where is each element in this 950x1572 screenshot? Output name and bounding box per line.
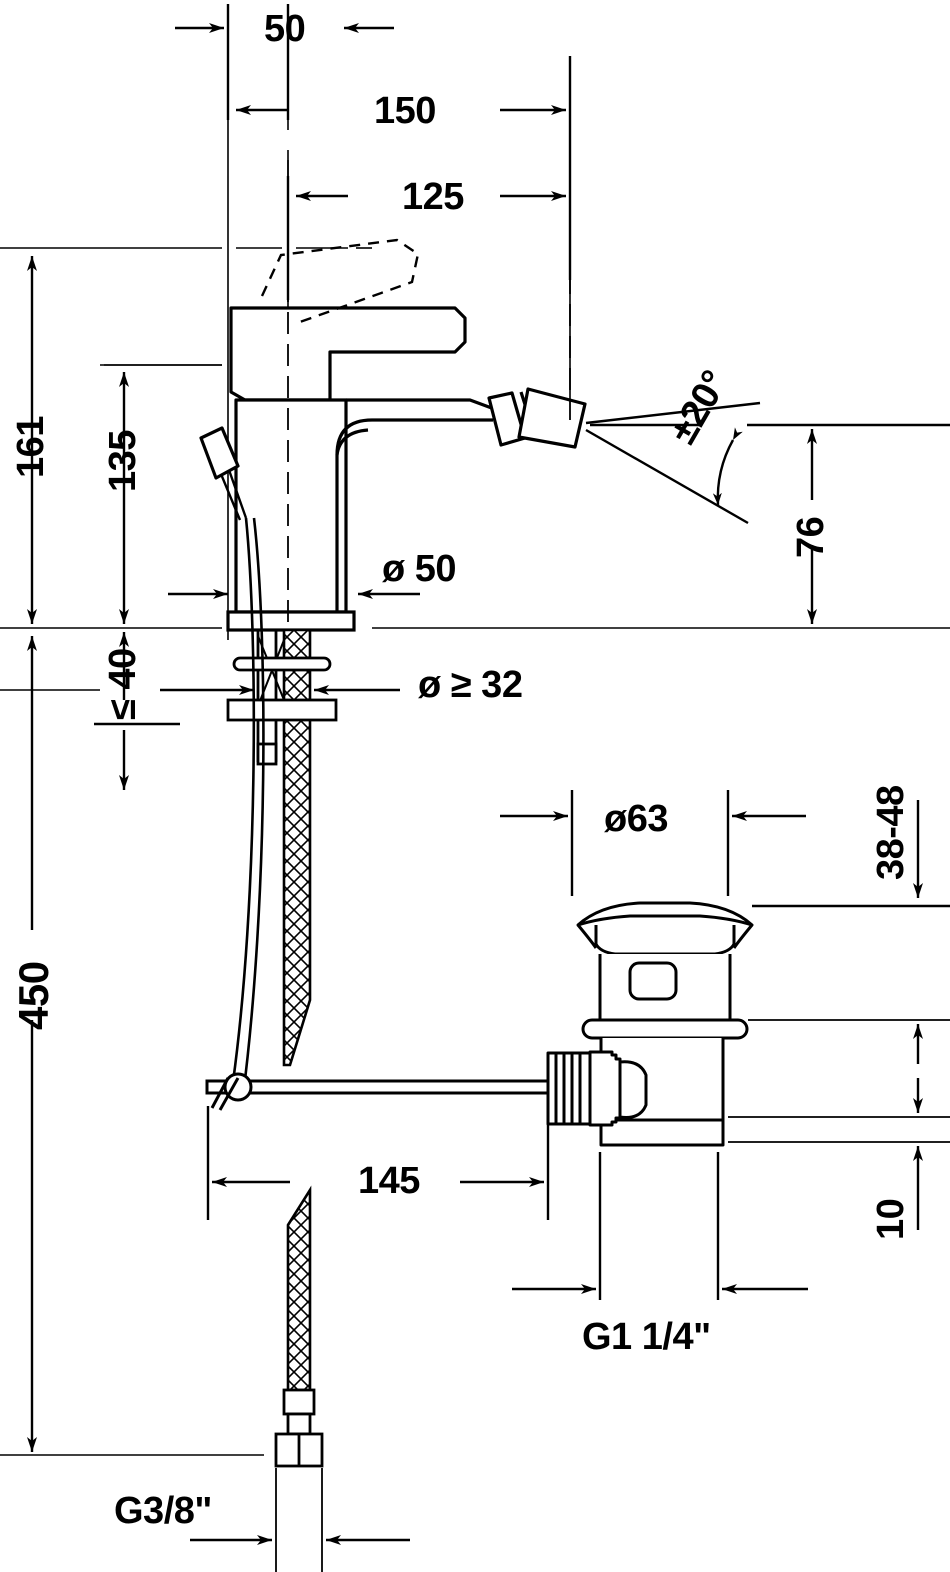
dim-label-135: 135 — [102, 430, 144, 492]
pop-up-pull-rod — [199, 426, 240, 480]
mixer-column — [234, 398, 348, 614]
dim-label-g3-8: G3/8" — [114, 1490, 212, 1532]
pop-up-linkage-wire — [231, 517, 265, 1097]
flex-hose-upper — [282, 628, 312, 1067]
dim-label-145: 145 — [358, 1160, 420, 1202]
dim-label-o32: ø ≥ 32 — [418, 664, 523, 706]
dim-label-50: 50 — [264, 8, 306, 50]
dim-label-76: 76 — [790, 516, 832, 558]
dim-76 — [747, 423, 950, 624]
dim-label-le-40: ≤ 40 — [102, 648, 144, 720]
dim-g114 — [512, 1152, 808, 1300]
dim-o63 — [500, 790, 806, 896]
hose-end-nut — [274, 1432, 324, 1468]
hose-center-line — [275, 1468, 323, 1572]
hose-ferrule — [282, 1388, 316, 1436]
flex-hose-lower — [286, 1185, 312, 1392]
dim-label-125: 125 — [402, 176, 464, 218]
pop-up-rod-shaft — [219, 469, 248, 521]
mixer-body-outline — [229, 306, 467, 402]
lever-handle-open-position — [260, 238, 420, 324]
pop-up-lever-bar — [205, 1072, 569, 1111]
center-reference-lines — [0, 247, 950, 691]
mixer-base-flange — [226, 610, 356, 632]
dim-label-o63: ø63 — [604, 798, 668, 840]
dim-50 — [175, 4, 394, 120]
dim-label-38-48: 38-48 — [870, 785, 912, 880]
dim-label-g1-1-4: G1 1/4" — [582, 1316, 711, 1358]
mixer-spout — [335, 398, 498, 612]
drain-reference-lines — [728, 1019, 950, 1143]
dim-125 — [286, 176, 566, 300]
mounting-nut — [226, 698, 338, 722]
aerator — [487, 387, 587, 449]
dim-label-o50: ø 50 — [382, 548, 457, 590]
dim-label-450: 450 — [10, 961, 57, 1030]
dim-label-10: 10 — [870, 1198, 912, 1240]
angle-20-lines — [585, 401, 761, 525]
dim-le40 — [94, 632, 180, 790]
dim-38-48 — [752, 800, 950, 908]
drain-valve — [546, 901, 754, 1147]
dim-label-161: 161 — [10, 416, 52, 478]
dim-label-150: 150 — [374, 90, 436, 132]
mounting-washer-top — [232, 656, 332, 672]
